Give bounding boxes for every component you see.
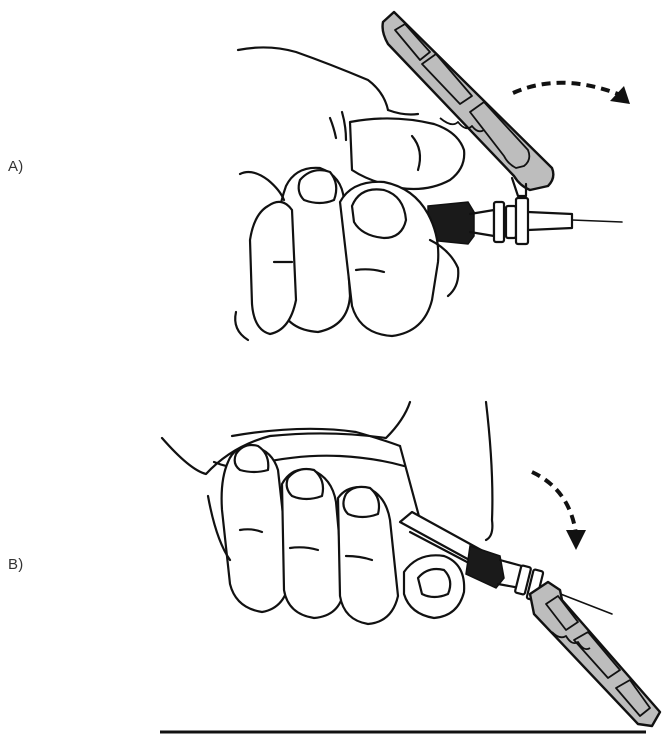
panel-b-illustration — [160, 402, 660, 732]
safety-cap-closed — [530, 582, 660, 726]
rotation-arrow-b — [532, 472, 586, 550]
rotation-arrow-a — [513, 83, 630, 104]
hand-fingers-a — [235, 168, 458, 340]
syringe-a — [428, 198, 622, 244]
panel-a-illustration — [235, 12, 630, 340]
